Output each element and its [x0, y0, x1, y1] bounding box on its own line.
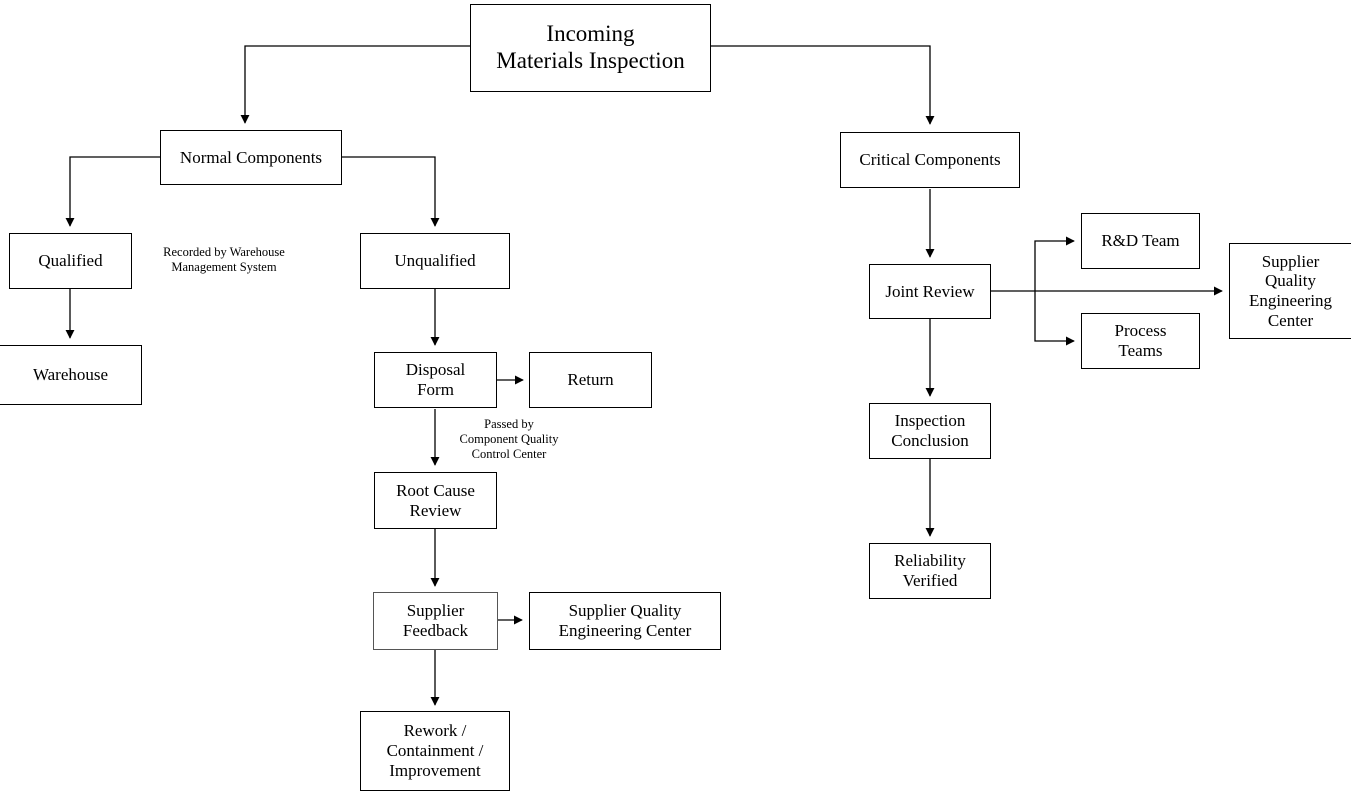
- node-supplier-quality-engineering-center-left[interactable]: Supplier Quality Engineering Center: [529, 592, 721, 650]
- node-disposal-form[interactable]: Disposal Form: [374, 352, 497, 408]
- node-critical-components[interactable]: Critical Components: [840, 132, 1020, 188]
- node-rework-containment-improvement[interactable]: Rework / Containment / Improvement: [360, 711, 510, 791]
- node-inspection-conclusion[interactable]: Inspection Conclusion: [869, 403, 991, 459]
- edge-label-recorded-by-warehouse-management-system: Recorded by Warehouse Management System: [163, 245, 285, 274]
- node-joint-review[interactable]: Joint Review: [869, 264, 991, 319]
- node-qualified[interactable]: Qualified: [9, 233, 132, 289]
- edge-label-passed-by-component-quality-control-center: Passed by Component Quality Control Cent…: [459, 417, 559, 461]
- node-unqualified[interactable]: Unqualified: [360, 233, 510, 289]
- node-normal-components[interactable]: Normal Components: [160, 130, 342, 185]
- node-return[interactable]: Return: [529, 352, 652, 408]
- node-supplier-quality-engineering-center-right[interactable]: Supplier Quality Engineering Center: [1229, 243, 1351, 339]
- node-rd-team[interactable]: R&D Team: [1081, 213, 1200, 269]
- edge-root-to-critical-components: [711, 45, 935, 125]
- node-reliability-verified[interactable]: Reliability Verified: [869, 543, 991, 599]
- node-root-cause-review[interactable]: Root Cause Review: [374, 472, 497, 529]
- node-supplier-feedback[interactable]: Supplier Feedback: [373, 592, 498, 650]
- edge-joint-review-to-rd-team: [1034, 236, 1075, 291]
- edge-joint-review-to-process-teams: [1034, 291, 1075, 346]
- node-incoming-materials-inspection[interactable]: Incoming Materials Inspection: [470, 4, 711, 92]
- edge-root-to-normal-components: [240, 45, 470, 124]
- edge-normal-to-qualified: [65, 156, 160, 227]
- edge-normal-to-unqualified: [342, 156, 440, 227]
- node-process-teams[interactable]: Process Teams: [1081, 313, 1200, 369]
- node-warehouse[interactable]: Warehouse: [0, 345, 142, 405]
